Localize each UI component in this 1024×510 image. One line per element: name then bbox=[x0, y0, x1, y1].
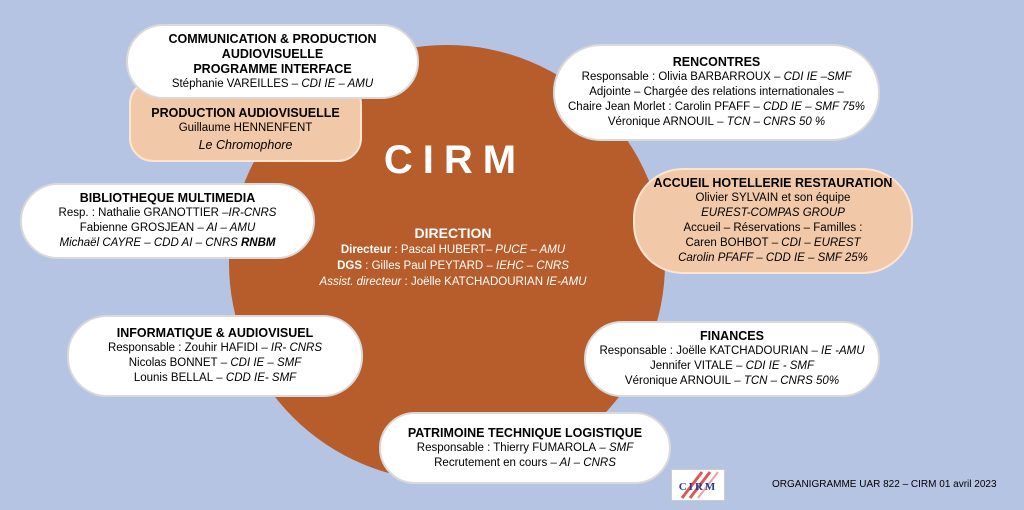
informatique-line-1: Responsable : Zouhir HAFIDI – IR- CNRS bbox=[107, 342, 323, 354]
cirm-logo: CIRM bbox=[671, 469, 725, 501]
rencontres-line-2: Adjointe – Chargée des relations interna… bbox=[589, 86, 844, 98]
production-company: Le Chromophore bbox=[198, 137, 293, 152]
rencontres-line-1: Responsable : Olivia BARBARROUX – CDI IE… bbox=[581, 71, 852, 83]
finances-line-1: Responsable : Joëlle KATCHADOURIAN – IE … bbox=[599, 345, 865, 357]
accueil-line-5: Carolin PFAFF – CDD IE – SMF 25% bbox=[678, 252, 868, 264]
finances-line-3: Véronique ARNOUIL – TCN – CNRS 50% bbox=[624, 375, 840, 387]
communication-title-2: AUDIOVISUELLE bbox=[221, 46, 324, 61]
cirm-logo-graphic: CIRM bbox=[679, 471, 719, 499]
patrimoine-line-1: Responsable : Thierry FUMAROLA – SMF bbox=[416, 441, 634, 454]
finances-bubble: FINANCES Responsable : Joëlle KATCHADOUR… bbox=[584, 321, 880, 397]
bibliotheque-title: BIBLIOTHEQUE MULTIMEDIA bbox=[79, 191, 256, 205]
informatique-line-2: Nicolas BONNET – CDI IE – SMF bbox=[128, 357, 302, 369]
patrimoine-bubble: PATRIMOINE TECHNIQUE LOGISTIQUE Responsa… bbox=[379, 412, 671, 484]
rencontres-bubble: RENCONTRES Responsable : Olivia BARBARRO… bbox=[553, 44, 880, 141]
rencontres-line-3: Chaire Jean Morlet : Carolin PFAFF – CDD… bbox=[568, 101, 865, 113]
accueil-title: ACCUEIL HOTELLERIE RESTAURATION bbox=[653, 176, 893, 190]
rencontres-title: RENCONTRES bbox=[672, 55, 761, 69]
bibliotheque-bubble: BIBLIOTHEQUE MULTIMEDIA Resp. : Nathalie… bbox=[20, 183, 315, 259]
direction-line-directeur: Directeur : Pascal HUBERT– PUCE – AMU bbox=[340, 244, 566, 256]
production-title: PRODUCTION AUDIOVISUELLE bbox=[151, 105, 340, 120]
communication-bubble: COMMUNICATION & PRODUCTION AUDIOVISUELLE… bbox=[126, 24, 419, 99]
communication-title-1: COMMUNICATION & PRODUCTION bbox=[168, 31, 377, 46]
production-name: Guillaume HENNENFENT bbox=[178, 121, 313, 134]
patrimoine-line-2: Recrutement en cours – AI – CNRS bbox=[434, 456, 616, 469]
accueil-line-4: Caren BOHBOT – CDI – EUREST bbox=[685, 237, 861, 249]
rencontres-line-4: Véronique ARNOUIL – TCN – CNRS 50 % bbox=[607, 116, 826, 128]
bibliotheque-line-2: Fabienne GROSJEAN – AI – AMU bbox=[79, 222, 256, 234]
direction-line-assistant: Assist. directeur : Joëlle KATCHADOURIAN… bbox=[319, 276, 587, 288]
org-title: CIRM bbox=[383, 138, 527, 182]
accueil-bubble: ACCUEIL HOTELLERIE RESTAURATION Olivier … bbox=[633, 168, 913, 274]
communication-title-3: PROGRAMME INTERFACE bbox=[193, 61, 352, 76]
informatique-title: INFORMATIQUE & AUDIOVISUEL bbox=[116, 326, 314, 340]
direction-block: DIRECTION Directeur : Pascal HUBERT– PUC… bbox=[300, 225, 606, 290]
patrimoine-title: PATRIMOINE TECHNIQUE LOGISTIQUE bbox=[407, 425, 643, 440]
footer-caption: ORGANIGRAMME UAR 822 – CIRM 01 avril 202… bbox=[772, 479, 997, 490]
bibliotheque-line-3: Michaël CAYRE – CDD AI – CNRS RNBM bbox=[59, 237, 276, 249]
finances-title: FINANCES bbox=[700, 329, 764, 343]
communication-person: Stéphanie VAREILLES – CDI IE – AMU bbox=[171, 77, 374, 90]
cirm-logo-text: CIRM bbox=[679, 481, 718, 493]
accueil-line-1: Olivier SYLVAIN et son équipe bbox=[695, 192, 851, 204]
informatique-bubble: INFORMATIQUE & AUDIOVISUEL Responsable :… bbox=[67, 315, 363, 397]
bibliotheque-line-1: Resp. : Nathalie GRANOTTIER –IR-CNRS bbox=[58, 207, 277, 219]
informatique-line-3: Lounis BELLAL – CDD IE- SMF bbox=[133, 372, 297, 384]
direction-title: DIRECTION bbox=[414, 225, 492, 241]
direction-line-dgs: DGS : Gilles Paul PEYTARD – IEHC – CNRS bbox=[337, 260, 569, 272]
accueil-line-2: EUREST-COMPAS GROUP bbox=[701, 207, 845, 219]
accueil-line-3: Accueil – Réservations – Familles : bbox=[683, 222, 863, 234]
finances-line-2: Jennifer VITALE – CDI IE - SMF bbox=[649, 360, 815, 372]
